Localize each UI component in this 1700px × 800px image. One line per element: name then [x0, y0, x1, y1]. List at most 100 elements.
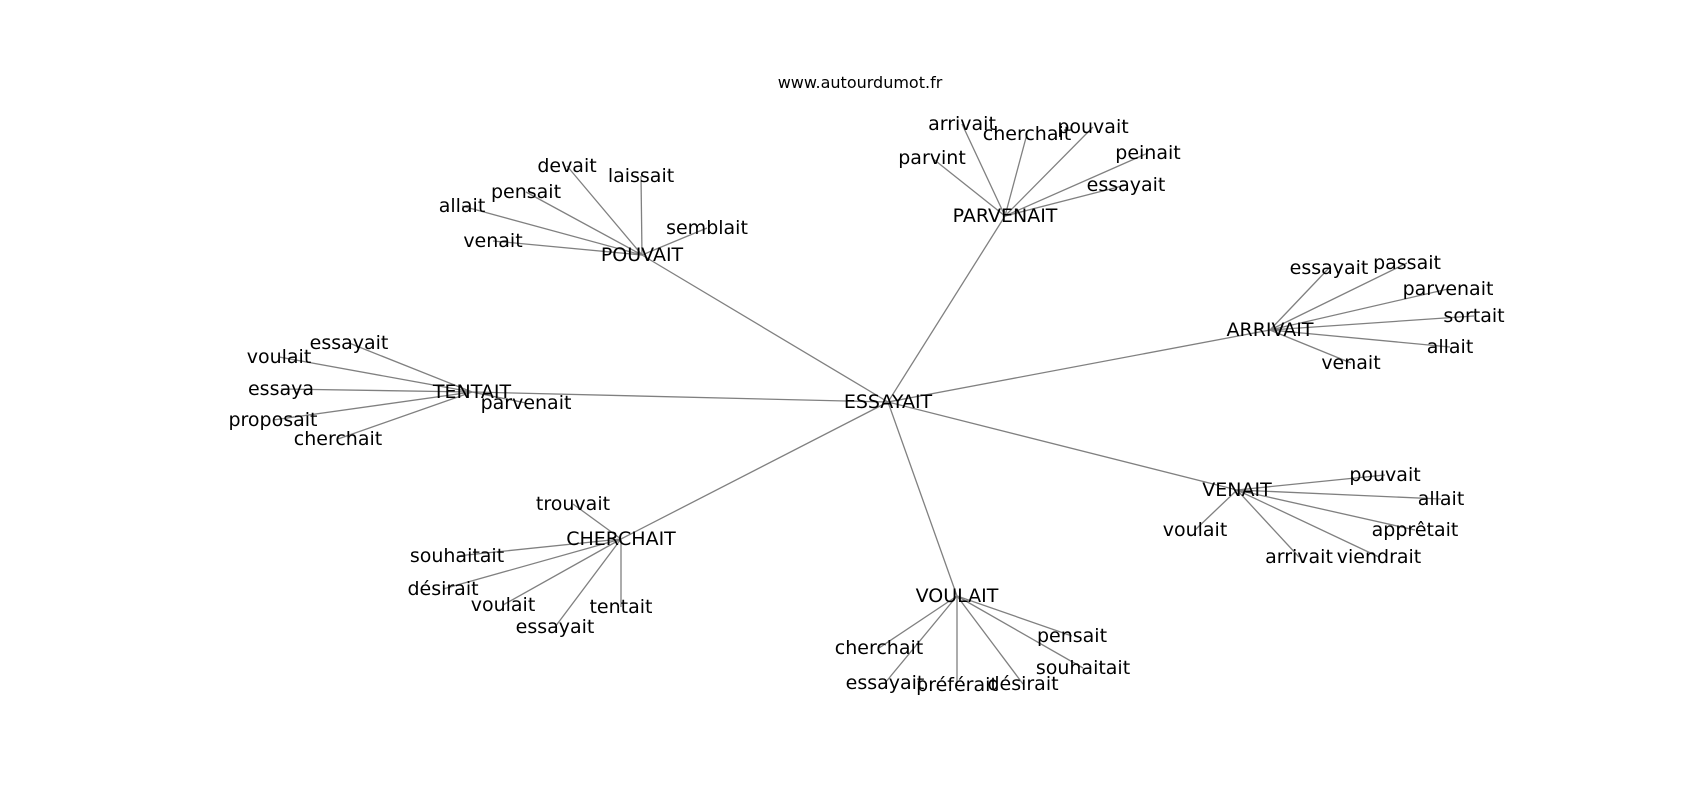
- leaf-node-label: pouvait: [1057, 116, 1128, 138]
- edge-parvenait-leaf: [1004, 133, 1028, 217]
- leaf-node-label: tentait: [589, 596, 652, 618]
- leaf-node-label: allait: [439, 195, 486, 217]
- edge-venait-leaf: [1236, 474, 1386, 491]
- leaf-node-label: sortait: [1443, 305, 1504, 327]
- leaf-node-label: essayait: [310, 332, 389, 354]
- leaf-node-label: devait: [537, 155, 596, 177]
- hub-node-arrivait: ARRIVAIT: [1227, 319, 1314, 341]
- leaf-node-label: désirait: [987, 673, 1058, 695]
- center-node-label: ESSAYAIT: [844, 391, 933, 413]
- edge-tentait-leaf: [272, 391, 473, 421]
- edge-tentait-leaf: [471, 391, 527, 404]
- edge-cherchait-leaf: [502, 538, 622, 606]
- leaf-node-label: arrivait: [1265, 546, 1333, 568]
- edge-pouvait-leaf: [640, 175, 643, 256]
- edge-arrivait-leaf: [1269, 329, 1451, 348]
- leaf-node-label: cherchait: [835, 637, 923, 659]
- edge-arrivait-leaf: [1269, 267, 1330, 331]
- leaf-node-label: essayait: [516, 616, 595, 638]
- edge-arrivait-leaf: [1269, 329, 1352, 364]
- edge-voulait-leaf: [878, 595, 958, 649]
- leaf-node-label: allait: [1427, 336, 1474, 358]
- hub-node-venait: VENAIT: [1202, 479, 1272, 501]
- leaf-node-label: pouvait: [1349, 464, 1420, 486]
- leaf-node-label: essayait: [1290, 257, 1369, 279]
- graph-labels: www.autourdumot.fr ESSAYAIT PARVENAIT arri…: [228, 73, 1504, 696]
- leaf-node-label: cherchait: [294, 428, 382, 450]
- hub-node-tentait: TENTAIT: [432, 381, 512, 403]
- leaf-node-label: souhaitait: [1036, 657, 1130, 679]
- edge-venait-leaf: [1194, 489, 1238, 531]
- edge-pouvait-leaf: [641, 227, 708, 256]
- leaf-node-label: voulait: [247, 346, 312, 368]
- edge-pouvait-leaf: [566, 165, 643, 256]
- edge-venait-leaf: [1236, 489, 1300, 558]
- edge-parvenait-leaf: [1004, 184, 1127, 217]
- edge-center-voulait: [887, 401, 958, 597]
- edge-voulait-leaf: [956, 595, 1024, 685]
- leaf-node-label: parvenait: [1403, 278, 1494, 300]
- leaf-node-label: semblait: [666, 217, 748, 239]
- edge-parvenait-leaf: [931, 157, 1006, 217]
- edge-arrivait-leaf: [1269, 288, 1449, 331]
- hub-node-cherchait: CHERCHAIT: [566, 528, 676, 550]
- edge-center-parvenait: [887, 215, 1006, 403]
- edge-tentait-leaf: [337, 391, 473, 440]
- edge-pouvait-leaf: [461, 205, 643, 256]
- edge-cherchait-leaf: [456, 538, 622, 557]
- edge-arrivait-leaf: [1269, 315, 1475, 331]
- edge-venait-leaf: [1236, 489, 1380, 558]
- edge-center-venait: [887, 401, 1238, 491]
- leaf-node-label: arrivait: [928, 113, 996, 135]
- edge-parvenait-leaf: [1004, 126, 1094, 217]
- leaf-node-label: venait: [1321, 352, 1380, 374]
- edge-venait-leaf: [1236, 489, 1416, 531]
- edge-voulait-leaf: [884, 595, 958, 684]
- leaf-node-label: trouvait: [536, 493, 610, 515]
- edge-center-tentait: [471, 391, 889, 403]
- leaf-node-label: venait: [463, 230, 522, 252]
- leaf-node-label: parvint: [898, 147, 966, 169]
- leaf-node-label: pensait: [1037, 625, 1107, 647]
- edge-cherchait-leaf: [554, 538, 622, 628]
- edge-pouvait-leaf: [525, 191, 643, 256]
- edge-venait-leaf: [1236, 489, 1442, 500]
- leaf-node-label: essayait: [1087, 174, 1166, 196]
- leaf-node-label: allait: [1418, 488, 1465, 510]
- leaf-node-label: passait: [1373, 252, 1441, 274]
- edge-pouvait-leaf: [492, 240, 643, 256]
- edge-parvenait-leaf: [961, 123, 1006, 217]
- edge-voulait-leaf: [956, 595, 1073, 637]
- edge-center-pouvait: [641, 254, 889, 403]
- edge-tentait-leaf: [348, 342, 473, 393]
- leaf-node-label: cherchait: [983, 123, 1071, 145]
- edge-cherchait-leaf: [572, 503, 622, 540]
- leaf-node-label: laissait: [608, 165, 674, 187]
- leaf-node-label: souhaitait: [410, 545, 504, 567]
- leaf-node-label: viendrait: [1337, 546, 1422, 568]
- leaf-node-label: préférait: [916, 674, 998, 696]
- hub-node-pouvait: POUVAIT: [601, 244, 684, 266]
- edge-cherchait-leaf: [442, 538, 622, 590]
- edge-arrivait-leaf: [1269, 262, 1408, 331]
- edge-tentait-leaf: [278, 356, 473, 393]
- edge-center-arrivait: [887, 329, 1271, 403]
- edge-parvenait-leaf: [1004, 152, 1149, 217]
- leaf-node-label: peinait: [1115, 142, 1180, 164]
- leaf-node-label: pensait: [491, 181, 561, 203]
- hub-node-parvenait: PARVENAIT: [953, 205, 1058, 227]
- leaf-node-label: parvenait: [481, 392, 572, 414]
- edge-voulait-leaf: [956, 595, 1084, 669]
- leaf-node-label: voulait: [471, 594, 536, 616]
- leaf-node-label: désirait: [407, 578, 478, 600]
- leaf-node-label: voulait: [1163, 519, 1228, 541]
- edge-tentait-leaf: [280, 388, 473, 393]
- leaf-node-label: apprêtait: [1372, 519, 1459, 541]
- edge-center-cherchait: [620, 401, 889, 540]
- hub-node-voulait: VOULAIT: [916, 585, 999, 607]
- leaf-node-label: essaya: [248, 378, 314, 400]
- source-watermark: www.autourdumot.fr: [778, 73, 943, 92]
- graph-edges: [272, 123, 1475, 685]
- leaf-node-label: proposait: [228, 409, 317, 431]
